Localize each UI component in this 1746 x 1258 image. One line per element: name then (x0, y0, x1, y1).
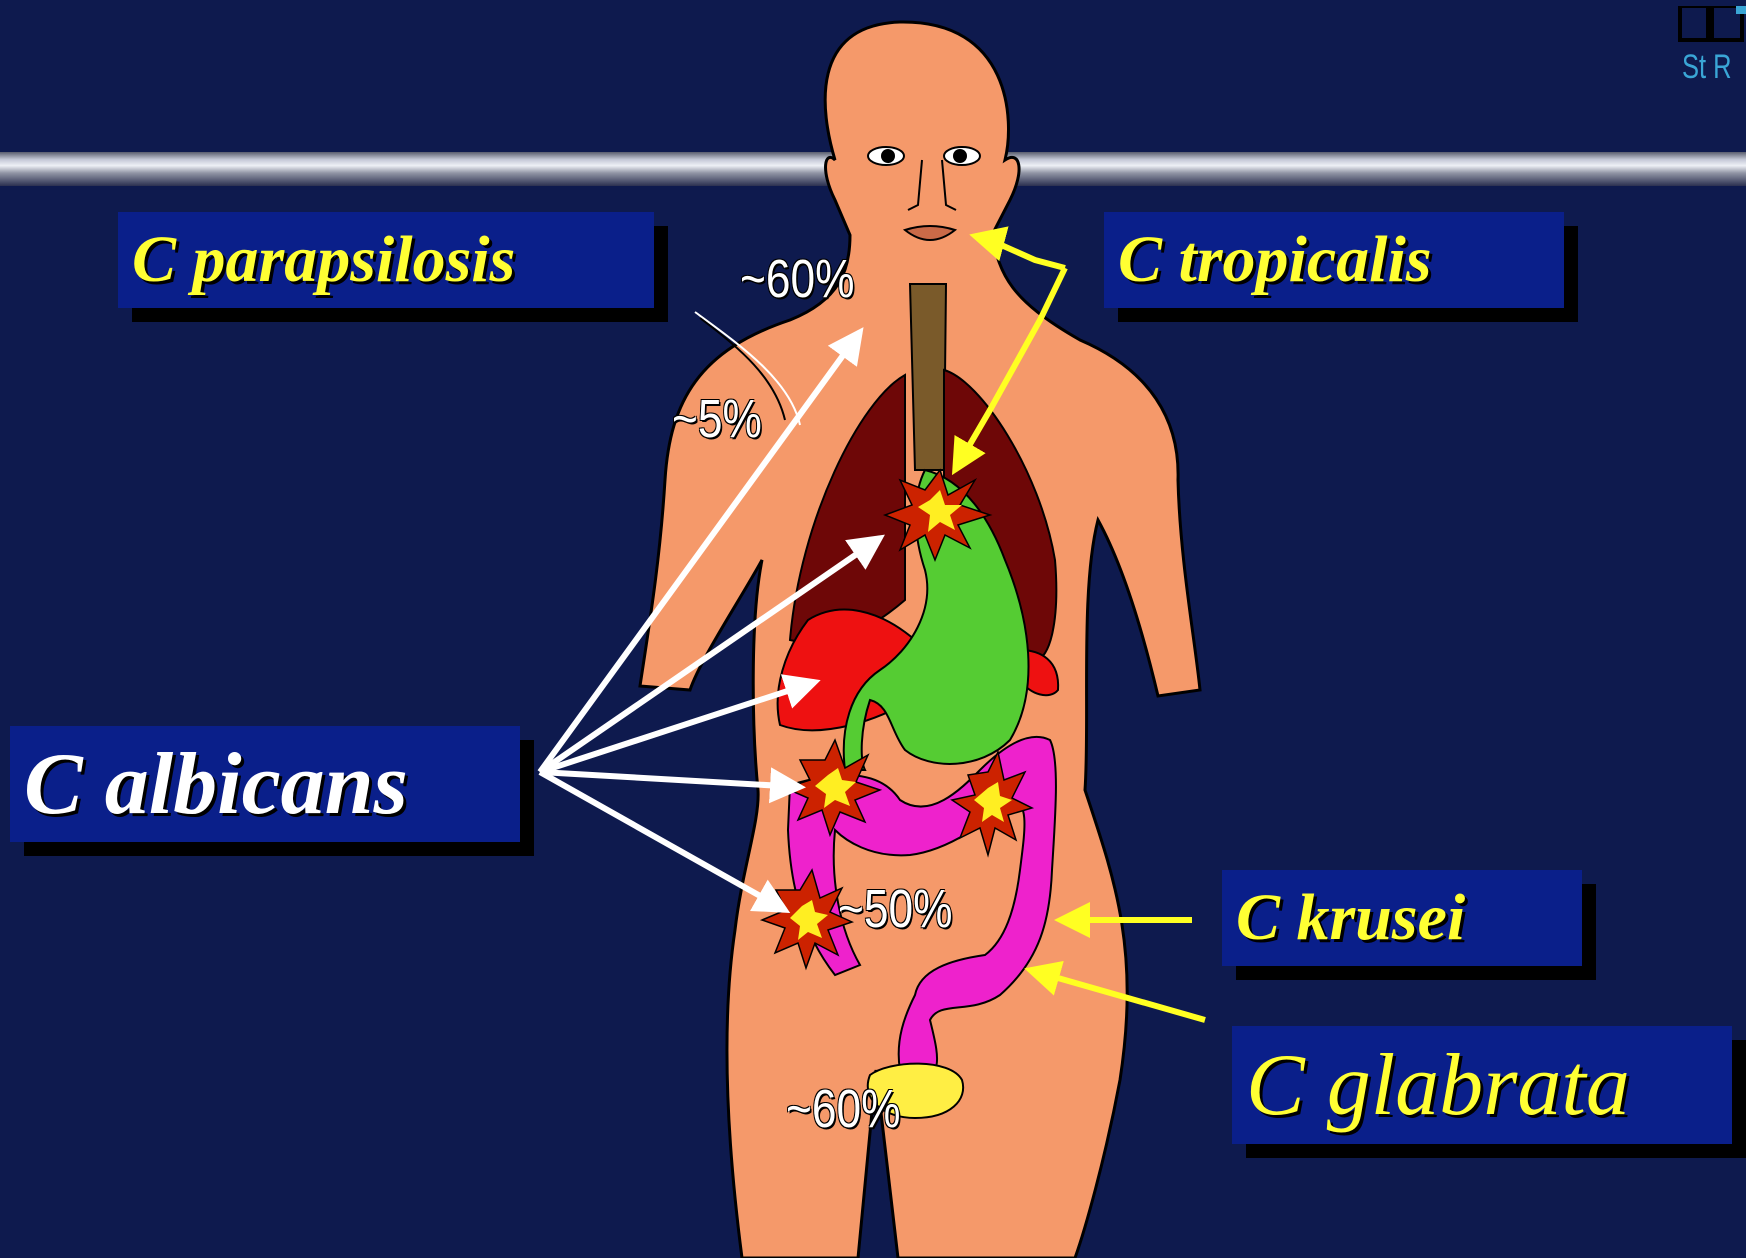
label-tropicalis: C tropicalis (1104, 212, 1564, 308)
corner-logo-text: St R (1682, 48, 1732, 87)
pct-skin: ~5% (672, 388, 762, 450)
label-glabrata: C glabrata (1232, 1026, 1732, 1144)
pct-gut: ~50% (838, 878, 952, 940)
label-albicans-text: C albicans (24, 734, 408, 835)
label-krusei: C krusei (1222, 870, 1582, 966)
right-pupil (953, 149, 967, 163)
left-pupil (881, 149, 895, 163)
label-tropicalis-text: C tropicalis (1118, 222, 1432, 298)
esophagus (910, 284, 946, 470)
label-parapsilosis: C parapsilosis (118, 212, 654, 308)
label-glabrata-text: C glabrata (1246, 1035, 1630, 1136)
pct-mouth: ~60% (740, 248, 854, 310)
pct-vagina: ~60% (786, 1078, 900, 1140)
label-krusei-text: C krusei (1236, 880, 1465, 956)
label-parapsilosis-text: C parapsilosis (132, 222, 515, 298)
label-albicans: C albicans (10, 726, 520, 842)
